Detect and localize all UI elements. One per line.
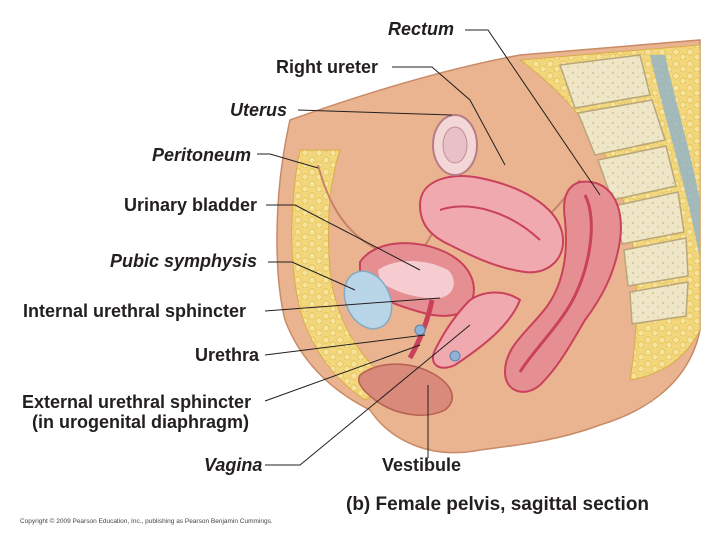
label-vestibule: Vestibule [382, 455, 462, 475]
label-urethra: Urethra [195, 345, 260, 365]
label-external-urethral-sphincter: External urethral sphincter (in urogenit… [22, 392, 251, 432]
leader-lines [257, 29, 601, 466]
label-uterus: Uterus [230, 100, 288, 120]
spinal-canal [650, 55, 700, 260]
uterus-organ [418, 175, 565, 274]
label-external-line1: External urethral sphincter [22, 392, 252, 412]
label-rectum: Rectum [388, 19, 455, 39]
copyright-note: Copyright © 2009 Pearson Education, Inc.… [20, 518, 273, 525]
figure-caption: (b) Female pelvis, sagittal section [346, 494, 650, 515]
pubic-symphysis-cartilage [343, 270, 393, 330]
label-peritoneum: Peritoneum [152, 145, 252, 165]
vestibule-region [358, 363, 453, 416]
label-internal-urethral-sphincter: Internal urethral sphincter [23, 301, 247, 321]
label-external-line2: (in urogenital diaphragm) [32, 412, 250, 432]
label-urinary-bladder: Urinary bladder [124, 195, 258, 215]
bladder-lumen [378, 261, 454, 299]
label-right-ureter: Right ureter [276, 57, 379, 77]
vertebrae [558, 54, 689, 325]
label-vagina: Vagina [204, 455, 263, 475]
vagina-canal [432, 291, 522, 369]
label-pubic-symphysis: Pubic symphysis [110, 251, 258, 271]
external-sphincter-node [414, 324, 426, 336]
uterine-cavity [439, 205, 541, 241]
